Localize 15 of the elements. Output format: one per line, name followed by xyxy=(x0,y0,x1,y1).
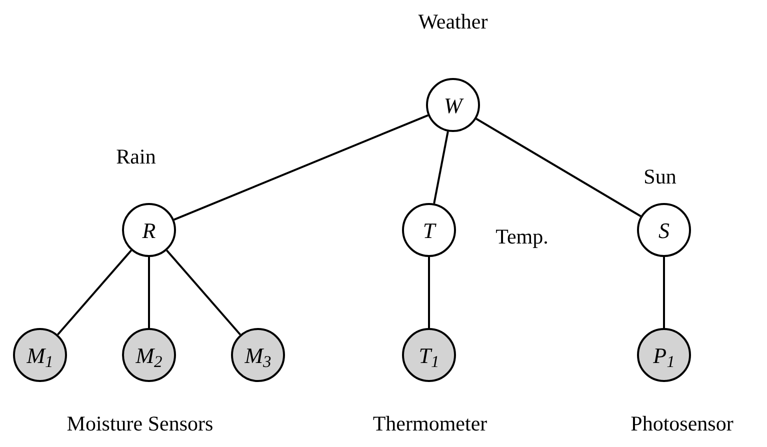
group-caption: Thermometer xyxy=(372,414,488,434)
connector-line xyxy=(433,131,449,204)
connector-line xyxy=(57,250,132,336)
node-caption: Weather xyxy=(418,12,488,32)
connector-line xyxy=(174,114,428,221)
connector-line xyxy=(148,257,150,328)
node-caption: Sun xyxy=(644,166,676,188)
group-caption: Moisture Sensors xyxy=(66,414,214,434)
connector-line xyxy=(476,118,642,218)
group-caption: Photosensor xyxy=(630,414,734,434)
node-caption: Rain xyxy=(116,146,156,168)
connector-line xyxy=(663,257,665,328)
node-caption: Temp. xyxy=(496,226,548,248)
connector-line xyxy=(166,250,241,336)
connector-line xyxy=(428,257,430,328)
